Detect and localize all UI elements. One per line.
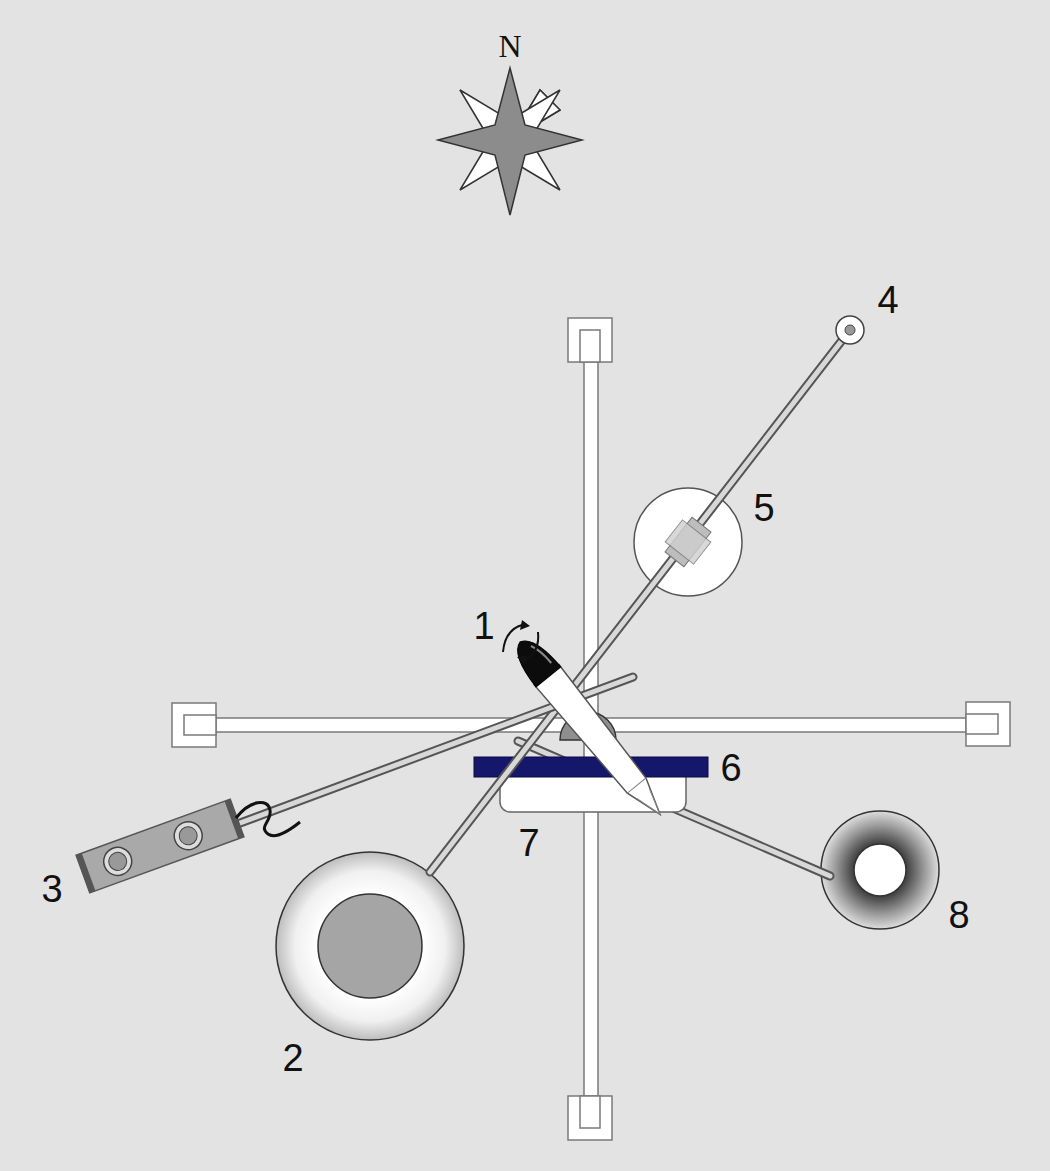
callout-number: 7 <box>518 824 539 862</box>
callout-number: 3 <box>41 870 62 908</box>
pen-probe <box>508 632 673 824</box>
round-plate <box>634 488 742 596</box>
callout-number: 6 <box>720 749 741 787</box>
ball-end <box>845 325 855 335</box>
wire <box>236 802 300 835</box>
callout-number: 1 <box>473 607 494 645</box>
dish <box>276 852 464 1040</box>
rod <box>430 330 850 872</box>
compass-star <box>438 68 582 215</box>
load-cell <box>76 799 244 893</box>
cross-frame <box>172 318 1010 1140</box>
clamp <box>660 514 715 571</box>
callout-number: 5 <box>753 489 774 527</box>
callout-number: 4 <box>877 281 898 319</box>
compass-letter: N <box>498 30 521 62</box>
ball-end <box>836 316 864 344</box>
small-dish <box>821 811 939 929</box>
callout-number: 2 <box>282 1039 303 1077</box>
rotation-arrows <box>503 620 538 665</box>
rod <box>430 330 850 872</box>
callout-number: 8 <box>948 896 969 934</box>
